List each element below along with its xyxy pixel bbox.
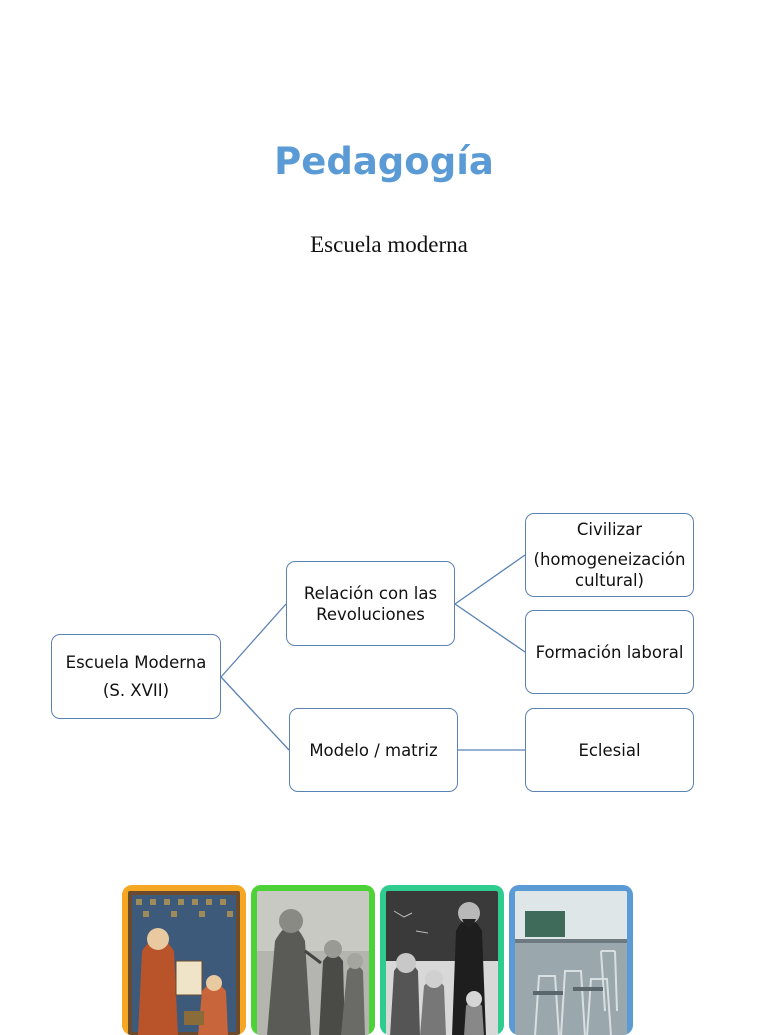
vintage-classroom-engraving [257, 891, 369, 1035]
node-modelo-matriz: Modelo / matriz [289, 708, 458, 792]
node-formacion-laboral: Formación laboral [525, 610, 694, 694]
medieval-monks-illustration [128, 891, 240, 1035]
node-formacion-line1: Formación laboral [535, 642, 684, 662]
node-civilizar-line2: (homogeneización [533, 550, 686, 569]
connector-root-relacion [220, 603, 287, 678]
node-escuela-moderna-line2: (S. XVII) [102, 681, 170, 700]
photo-teacher-children [380, 885, 504, 1035]
node-escuela-moderna-line1: Escuela Moderna [65, 653, 207, 672]
connector-relacion-formacion [454, 603, 526, 653]
node-civilizar-line1: Civilizar [576, 520, 643, 539]
node-escuela-moderna: Escuela Moderna (S. XVII) [51, 634, 221, 719]
connector-root-modelo [220, 676, 290, 751]
node-civilizar: Civilizar (homogeneización cultural) [525, 513, 694, 597]
node-relacion-line1: Relación con las [303, 583, 438, 603]
photo-medieval-monks [122, 885, 246, 1035]
photo-empty-classroom [509, 885, 633, 1035]
node-eclesial: Eclesial [525, 708, 694, 792]
node-modelo-line1: Modelo / matriz [309, 740, 438, 760]
empty-classroom-photo [515, 891, 627, 1035]
node-civilizar-line3: cultural) [575, 571, 644, 590]
page-subtitle: Escuela moderna [310, 232, 468, 257]
node-relacion-line2: Revoluciones [316, 604, 425, 624]
node-eclesial-line1: Eclesial [578, 740, 641, 760]
page-title: Pedagogía [274, 140, 494, 183]
connector-relacion-civilizar [454, 554, 526, 605]
node-relacion-revoluciones: Relación con las Revoluciones [286, 561, 455, 646]
teacher-with-children-photo [386, 891, 498, 1035]
photo-vintage-classroom [251, 885, 375, 1035]
